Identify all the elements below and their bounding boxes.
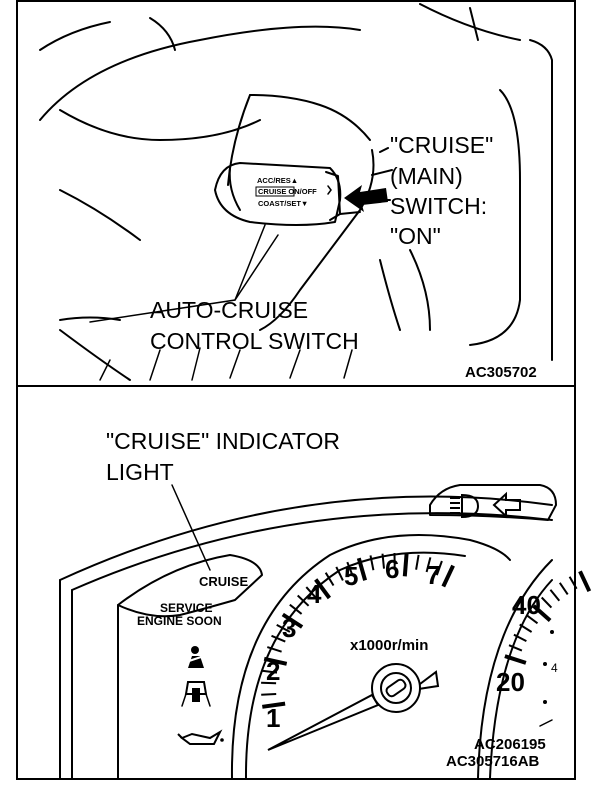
- tachometer-ticks: [261, 552, 455, 709]
- dial-tick: [568, 576, 578, 590]
- speedometer: 40 20 4: [477, 559, 592, 779]
- tach-number-2: 2: [266, 656, 280, 686]
- lever-text-coast: COAST/SET▼: [258, 199, 308, 208]
- cluster-engine-soon-text: ENGINE SOON: [137, 614, 222, 628]
- dial-tick: [558, 582, 569, 595]
- dial-tick: [289, 603, 303, 615]
- dial-tick: [262, 701, 286, 709]
- figure-code-top: AC305702: [465, 364, 537, 381]
- figure-frame: [16, 0, 576, 780]
- speedo-number-40: 40: [512, 590, 541, 620]
- tach-number-5: 5: [344, 561, 358, 591]
- dial-tick: [441, 564, 455, 588]
- control-switch-label: AUTO-CRUISE CONTROL SWITCH: [150, 297, 359, 354]
- tach-unit: x1000r/min: [350, 637, 428, 654]
- speedometer-ticks: [504, 570, 592, 665]
- svg-text:4: 4: [551, 661, 558, 675]
- svg-text:AUTO-CRUISE: AUTO-CRUISE: [150, 297, 308, 323]
- dial-tick: [297, 594, 310, 607]
- dial-tick: [335, 566, 344, 581]
- dial-tick: [356, 557, 368, 581]
- svg-text:CONTROL SWITCH: CONTROL SWITCH: [150, 328, 359, 354]
- dial-tick: [346, 561, 354, 577]
- main-switch-arrow: [344, 185, 388, 212]
- dial-tick: [266, 646, 282, 653]
- dial-tick: [425, 557, 432, 573]
- dial-tick: [504, 654, 527, 665]
- svg-text:"CRUISE" INDICATOR: "CRUISE" INDICATOR: [106, 428, 340, 454]
- figure-code-bottom-1: AC206195: [474, 736, 546, 753]
- figure-code-bottom-2: AC305716AB: [446, 753, 540, 770]
- speedo-number-20: 20: [496, 667, 525, 697]
- dial-tick: [540, 596, 553, 609]
- cluster-cruise-text: CRUISE: [199, 574, 248, 589]
- seatbelt-icon: [185, 646, 205, 668]
- indicator-leader: [171, 484, 211, 571]
- instrument-cluster: [59, 484, 557, 779]
- dial-tick: [435, 560, 443, 576]
- cruise-indicator-label: "CRUISE" INDICATOR LIGHT: [106, 428, 340, 485]
- dial-tick: [276, 624, 291, 633]
- dial-tick: [261, 681, 277, 685]
- dial-tick: [381, 553, 385, 569]
- auto-cruise-lever: ACC/RES▲ CRUISE ON/OFF COAST/SET▼: [214, 162, 342, 226]
- svg-text:LIGHT: LIGHT: [106, 459, 174, 485]
- dial-tick: [525, 614, 539, 625]
- dial-tick: [508, 644, 523, 652]
- dial-tick: [261, 669, 278, 674]
- dial-tick: [261, 693, 277, 696]
- dial-tick: [324, 572, 335, 587]
- high-beam-icon: [450, 493, 480, 519]
- dial-tick: [519, 623, 533, 633]
- dial-tick: [513, 633, 527, 642]
- dial-tick: [415, 554, 420, 570]
- tach-number-7: 7: [426, 560, 440, 590]
- dial-tick: [549, 589, 561, 602]
- main-switch-pin: [339, 211, 361, 215]
- svg-text:(MAIN): (MAIN): [390, 163, 463, 189]
- main-switch-label: "CRUISE" (MAIN) SWITCH: "ON": [390, 132, 493, 249]
- dial-tick: [271, 634, 286, 643]
- oil-pressure-icon: [177, 729, 224, 745]
- tach-number-1: 1: [266, 703, 280, 733]
- svg-text:"CRUISE": "CRUISE": [390, 132, 493, 158]
- dial-tick: [369, 555, 375, 571]
- svg-text:"ON": "ON": [390, 223, 441, 249]
- dial-tick: [578, 570, 592, 593]
- turn-signal-left-icon: [492, 491, 521, 519]
- lever-text-cruise: CRUISE ON/OFF: [258, 187, 317, 196]
- tach-number-3: 3: [282, 613, 296, 643]
- dial-tick: [532, 604, 552, 622]
- cluster-service-text: SERVICE: [160, 601, 212, 615]
- dial-tick: [263, 656, 288, 666]
- dial-tick: [314, 578, 332, 600]
- tach-number-4: 4: [307, 579, 322, 609]
- svg-text:SWITCH:: SWITCH:: [390, 193, 487, 219]
- dial-tick: [305, 586, 318, 599]
- lever-text-acc: ACC/RES▲: [257, 176, 298, 185]
- door-ajar-icon: [181, 681, 211, 707]
- steering-column-drawing: [39, 3, 553, 381]
- dial-tick: [281, 612, 304, 629]
- tach-number-6: 6: [385, 554, 399, 584]
- tachometer: 1 2 3 4 5 6 7 x1000r/min: [230, 534, 511, 779]
- dial-tick: [402, 553, 409, 577]
